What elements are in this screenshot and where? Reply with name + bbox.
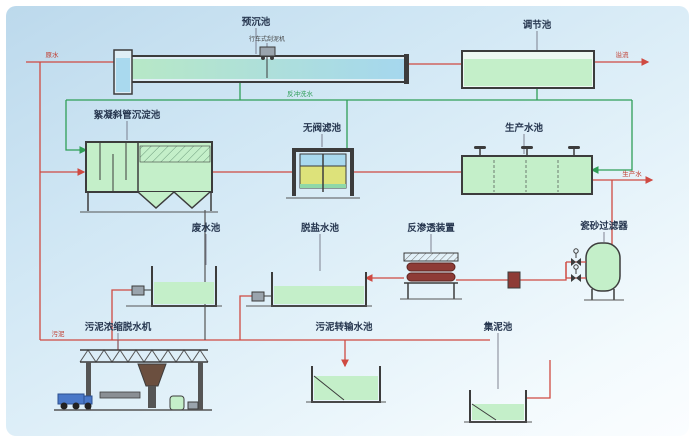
ceramic-sand-filter: 瓷砂过滤器 (566, 220, 628, 301)
sludge-dewatering-machine: 污泥浓缩脱水机 (54, 321, 212, 411)
gantry-column (86, 362, 91, 410)
label-pre-sedimentation-tank: 预沉池 (242, 16, 271, 28)
pipe-pump-to-filter (520, 262, 567, 281)
gantry-truss (79, 349, 209, 363)
vent-cap (568, 146, 580, 149)
vent-cap (521, 146, 533, 149)
tank-water (274, 286, 364, 304)
gantry-column (198, 362, 203, 410)
polymer-tank (169, 395, 185, 411)
high-pressure-pump (507, 271, 521, 289)
discharge-chute (148, 386, 156, 408)
pipe-label-overflow: 溢流 (616, 50, 630, 59)
label-reverse-osmosis-unit: 反渗透装置 (407, 222, 455, 234)
membrane-vessel (406, 272, 456, 282)
inlet-water (116, 58, 130, 92)
production-water-tank: 生产水池 (461, 122, 593, 195)
label-sludge-transfer-tank: 污泥转输水池 (315, 321, 373, 333)
sludge-transfer-tank: 污泥转输水池 (306, 321, 386, 403)
pump (131, 285, 145, 296)
pipe-right-return (590, 100, 633, 174)
regulating-tank: 调节池 (461, 19, 595, 89)
pump (251, 291, 265, 302)
desalted-water-tank: 脱盐水池 (246, 222, 372, 307)
valve-handwheel (573, 264, 579, 270)
waste-water-tank: 废水池 (126, 222, 222, 307)
valve-handwheel (573, 248, 579, 254)
valve-icon (571, 258, 581, 266)
pipe-collection-stub (526, 360, 551, 399)
tank-water (472, 404, 524, 420)
vent-mushrooms (474, 146, 580, 156)
label-flocculation-tank: 絮凝斜管沉淀池 (94, 109, 161, 121)
tank-water (464, 59, 592, 86)
sludge-collection-tank: 集泥池 (464, 321, 532, 423)
label-production-water-tank: 生产水池 (505, 122, 544, 134)
truck-body (57, 393, 85, 405)
pipe-network: 原水 溢流 生产水 反冲洗水 污泥 (26, 50, 654, 399)
label-traveling-scraper: 行车式刮泥机 (249, 35, 285, 43)
pre-sedimentation-tank: 预沉池 行车式刮泥机 (113, 16, 409, 95)
inclined-tubes (139, 145, 211, 163)
rack-top (403, 252, 459, 262)
sloped-floor (471, 403, 497, 421)
label-desalted-water-tank: 脱盐水池 (301, 222, 340, 234)
label-waste-water-tank: 废水池 (192, 222, 221, 234)
frame-column (350, 148, 354, 196)
conveyor (99, 391, 141, 399)
label-sludge-collection-tank: 集泥池 (483, 321, 513, 333)
pipe-label-production-water: 生产水 (622, 169, 642, 178)
flocculation-settling-tank: 絮凝斜管沉淀池 (80, 109, 218, 213)
scraper-drive-unit (259, 46, 276, 57)
frame-top-beam (292, 148, 354, 152)
scraper-wheel (261, 56, 265, 60)
truck-wheel (60, 402, 68, 410)
label-sludge-dewatering-machine: 污泥浓缩脱水机 (85, 321, 152, 333)
label-valveless-filter: 无阀滤池 (302, 122, 342, 134)
feed-hopper (137, 363, 167, 387)
sludge-hoppers (137, 190, 211, 210)
valve-icon (571, 274, 581, 282)
truck-wheel (72, 402, 80, 410)
pipe-desal-drain (239, 295, 252, 340)
pipe-waste-pump-out (111, 289, 132, 340)
vent-cap (474, 146, 486, 149)
frame-column (292, 148, 296, 196)
valveless-filter: 无阀滤池 (286, 122, 360, 199)
truck-wheel (84, 402, 92, 410)
label-ceramic-sand-filter: 瓷砂过滤器 (580, 220, 628, 232)
sloped-floor (313, 375, 345, 401)
tank-body (461, 155, 593, 195)
pump (187, 401, 199, 410)
label-regulating-tank: 调节池 (523, 19, 552, 31)
tank-water (314, 376, 378, 400)
pipe-backwash-to-floc (65, 100, 88, 154)
pipe-label-sludge: 污泥 (52, 330, 66, 338)
outlet-wall (404, 54, 409, 84)
pipe-label-raw-water: 原水 (46, 50, 60, 59)
pipe-label-backwash: 反冲洗水 (287, 89, 314, 98)
tank-water (154, 282, 214, 304)
membrane-vessel (406, 262, 456, 272)
scraper-wheel (270, 56, 274, 60)
reverse-osmosis-unit: 反渗透装置 (400, 222, 521, 300)
filter-vessel (585, 242, 621, 292)
